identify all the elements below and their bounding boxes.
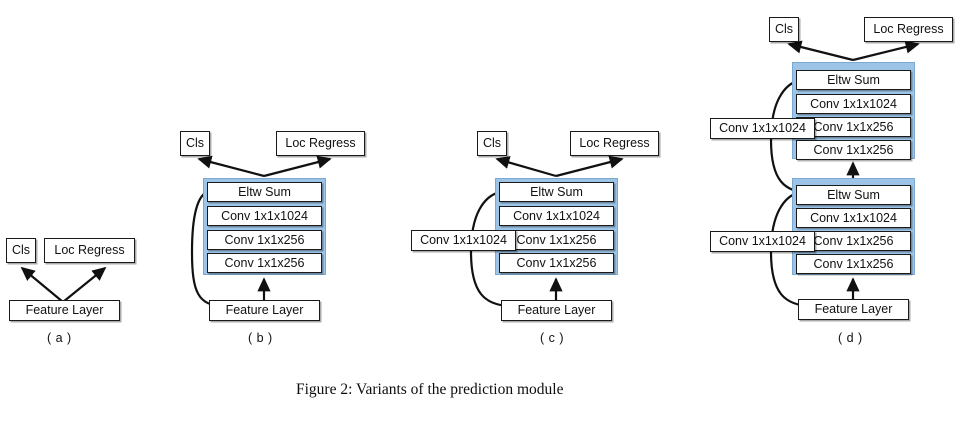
figure-caption: Figure 2: Variants of the prediction mod…	[296, 381, 564, 398]
panel-d-cls-box: Cls	[769, 17, 799, 42]
panel-c-skip-conv-1024-box: Conv 1x1x1024	[411, 230, 516, 251]
panel-d-lower-eltw-sum-label: Eltw Sum	[827, 187, 880, 202]
panel-d-upper-conv-256-upper-label: Conv 1x1x256	[813, 119, 894, 134]
panel-b-conv-256-upper-box: Conv 1x1x256	[207, 230, 322, 250]
panel-c-loc-regress-label: Loc Regress	[579, 136, 650, 151]
panel-b-eltw-sum-box: Eltw Sum	[207, 182, 322, 202]
panel-d-lower-conv-1024-label: Conv 1x1x1024	[810, 210, 897, 225]
panel-d-lower-conv-256-upper-label: Conv 1x1x256	[813, 233, 894, 248]
panel-c-eltw-sum-label: Eltw Sum	[530, 184, 583, 199]
panel-b-cls-label: Cls	[185, 136, 205, 151]
panel-a-feature-layer-box: Feature Layer	[9, 300, 120, 321]
panel-d-feature-layer-box: Feature Layer	[798, 299, 909, 320]
panel-d-upper-conv-256-lower-label: Conv 1x1x256	[813, 142, 894, 157]
panel-d-upper-skip-conv-1024-label: Conv 1x1x1024	[719, 121, 806, 136]
panel-a-cls-label: Cls	[11, 243, 31, 258]
panel-d-upper-eltw-sum-label: Eltw Sum	[827, 72, 880, 87]
panel-c-cls-label: Cls	[482, 136, 502, 151]
panel-c-feature-layer-box: Feature Layer	[501, 300, 612, 321]
panel-d-lower-conv-256-lower-box: Conv 1x1x256	[796, 254, 911, 274]
panel-a-loc-regress-label: Loc Regress	[54, 243, 125, 258]
panel-b-loc-regress-box: Loc Regress	[276, 131, 365, 156]
panel-d-upper-conv-256-lower-box: Conv 1x1x256	[796, 140, 911, 160]
panel-b-tag: ( b )	[248, 331, 273, 345]
panel-b-conv-256-upper-label: Conv 1x1x256	[224, 232, 305, 247]
panel-d-lower-skip-conv-1024-label: Conv 1x1x1024	[719, 234, 806, 249]
panel-d-cls-label: Cls	[774, 22, 794, 37]
panel-d-upper-skip-conv-1024-box: Conv 1x1x1024	[710, 118, 815, 139]
panel-c-conv-256-upper-box: Conv 1x1x256	[499, 230, 614, 250]
panel-d-loc-regress-label: Loc Regress	[873, 22, 944, 37]
panel-d-feature-layer-label: Feature Layer	[814, 302, 893, 317]
panel-d-tag: ( d )	[838, 331, 863, 345]
panel-a-tag: ( a )	[47, 331, 72, 345]
panel-c-conv-256-lower-box: Conv 1x1x256	[499, 253, 614, 273]
panel-a-feature-layer-label: Feature Layer	[25, 303, 104, 318]
panel-d-lower-conv-256-lower-label: Conv 1x1x256	[813, 256, 894, 271]
panel-c-conv-256-upper-label: Conv 1x1x256	[516, 232, 597, 247]
panel-a-cls-box: Cls	[6, 238, 36, 263]
panel-a-loc-regress-box: Loc Regress	[44, 238, 135, 263]
panel-c-tag: ( c )	[540, 331, 565, 345]
panel-d-lower-eltw-sum-box: Eltw Sum	[796, 185, 911, 205]
panel-b-feature-layer-label: Feature Layer	[225, 303, 304, 318]
panel-c-feature-layer-label: Feature Layer	[517, 303, 596, 318]
panel-b-loc-regress-label: Loc Regress	[285, 136, 356, 151]
panel-d-upper-conv-256-upper-box: Conv 1x1x256	[796, 117, 911, 137]
panel-c-conv-1024-label: Conv 1x1x1024	[513, 208, 600, 223]
panel-b-eltw-sum-label: Eltw Sum	[238, 184, 291, 199]
panel-c-conv-1024-box: Conv 1x1x1024	[499, 206, 614, 226]
panel-c-cls-box: Cls	[477, 131, 507, 156]
panel-c-conv-256-lower-label: Conv 1x1x256	[516, 255, 597, 270]
panel-b-conv-256-lower-label: Conv 1x1x256	[224, 255, 305, 270]
panel-b-cls-box: Cls	[180, 131, 210, 156]
panel-d-upper-eltw-sum-box: Eltw Sum	[796, 70, 911, 90]
panel-c-loc-regress-box: Loc Regress	[570, 131, 659, 156]
panel-d-lower-skip-conv-1024-box: Conv 1x1x1024	[710, 231, 815, 252]
panel-d-upper-conv-1024-box: Conv 1x1x1024	[796, 94, 911, 114]
panel-d-lower-conv-1024-box: Conv 1x1x1024	[796, 208, 911, 228]
panel-b-feature-layer-box: Feature Layer	[209, 300, 320, 321]
panel-c-skip-conv-1024-label: Conv 1x1x1024	[420, 233, 507, 248]
panel-a-edges	[20, 266, 107, 303]
panel-b-conv-1024-box: Conv 1x1x1024	[207, 206, 322, 226]
panel-c-eltw-sum-box: Eltw Sum	[499, 182, 614, 202]
panel-b-conv-256-lower-box: Conv 1x1x256	[207, 253, 322, 273]
panel-d-upper-conv-1024-label: Conv 1x1x1024	[810, 96, 897, 111]
panel-d-loc-regress-box: Loc Regress	[864, 17, 953, 42]
panel-b-conv-1024-label: Conv 1x1x1024	[221, 208, 308, 223]
